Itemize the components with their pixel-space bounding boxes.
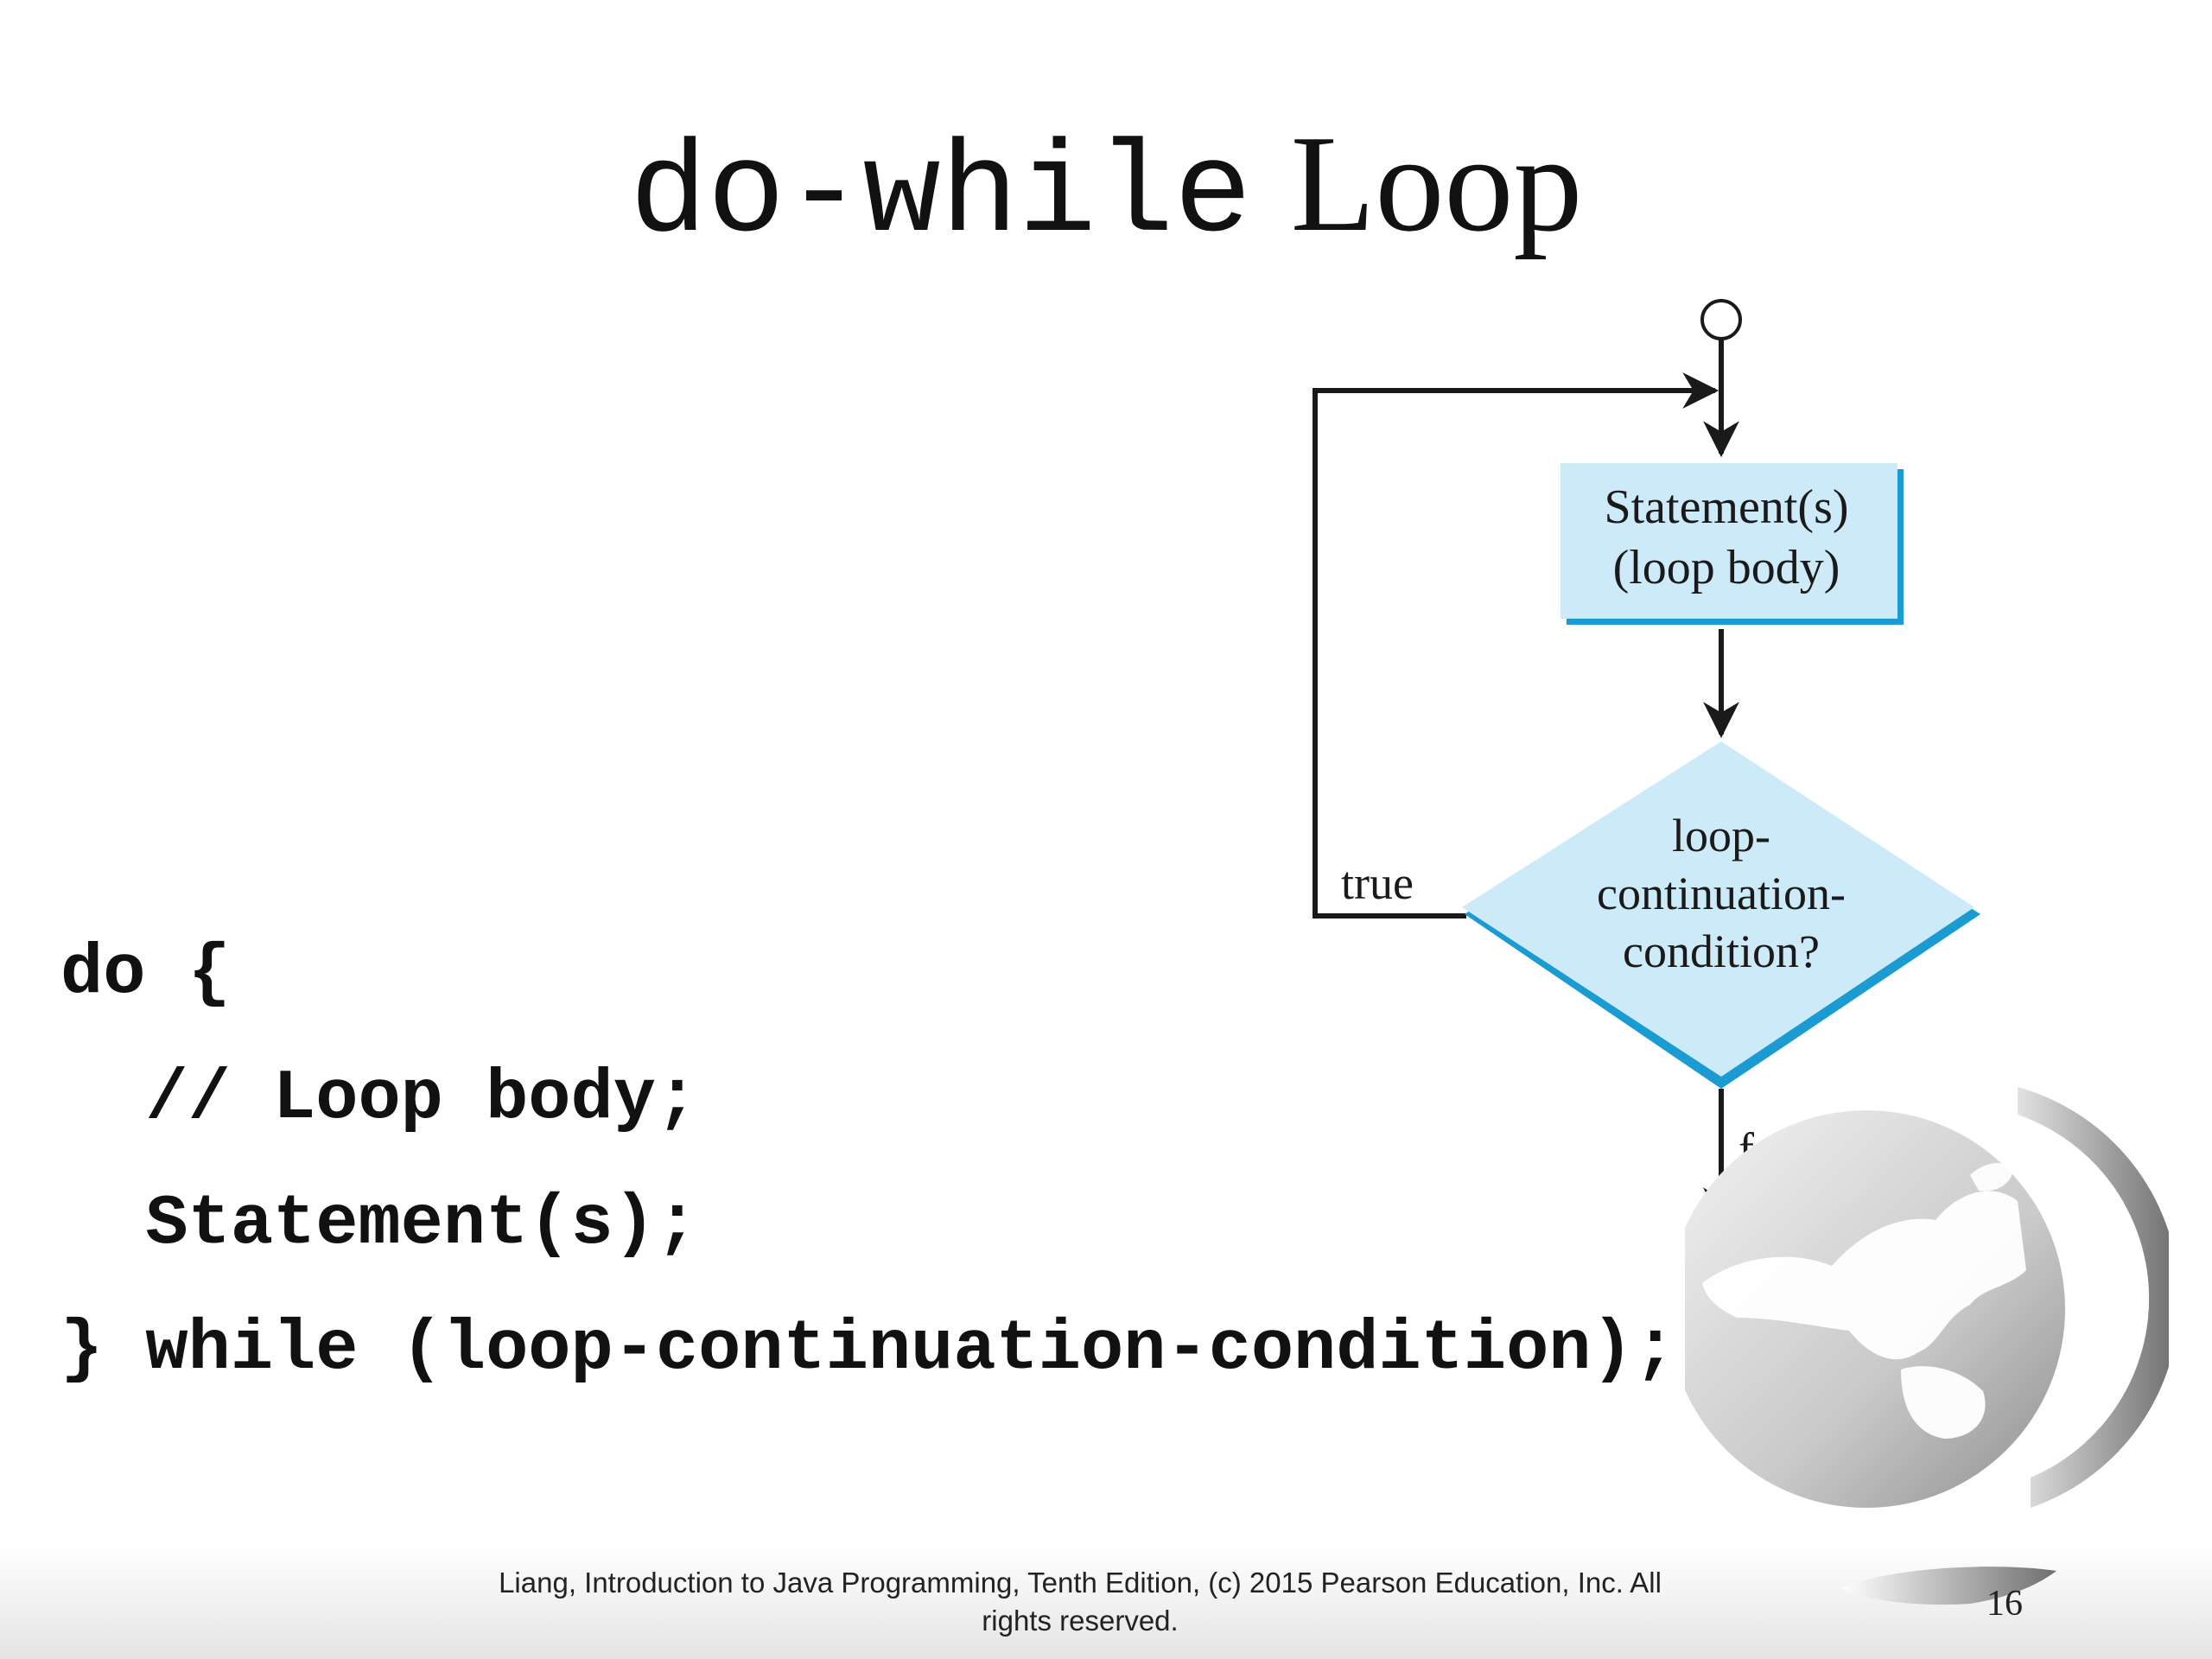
condition-label-1: loop- [1672,810,1770,861]
page-number-swoosh [1840,1567,2056,1605]
globe-continent-australia [1901,1366,1986,1439]
footer-line-2: rights reserved. [982,1605,1179,1637]
title-code-keyword: do-while [629,123,1252,270]
condition-diamond [1462,741,1974,1077]
statement-label-2: (loop body) [1613,541,1840,594]
condition-label-3: condition? [1623,925,1820,977]
statement-label-1: Statement(s) [1604,480,1848,534]
statement-box [1560,463,1897,619]
code-block: do { // Loop body; Statement(s); } while… [60,933,1676,1415]
page-number: 16 [1986,1584,2023,1624]
globe-continent-japan [1970,1162,2013,1192]
code-line-1: do { [60,933,231,1014]
code-line-4: } while (loop-continuation-condition); [60,1309,1676,1389]
title-text: Loop [1290,106,1583,260]
flowchart: Statement(s) (loop body) loop- continuat… [1313,299,1980,1272]
condition-label-2: continuation- [1597,868,1846,919]
globe-logo [1685,1087,2169,1508]
footer-line-1: Liang, Introduction to Java Programming,… [499,1567,1662,1599]
slide-title: do-while Loop [0,104,2212,270]
true-label: true [1341,857,1414,909]
footer-copyright: Liang, Introduction to Java Programming,… [415,1564,1745,1640]
start-node [1700,299,1742,340]
code-line-3: Statement(s); [60,1184,699,1264]
globe-continent-asia [1702,1191,2026,1360]
globe-ring [2018,1087,2169,1508]
code-line-2: // Loop body; [60,1058,699,1139]
true-loop-arrow [1313,372,1719,918]
footer-band [0,1547,2212,1659]
